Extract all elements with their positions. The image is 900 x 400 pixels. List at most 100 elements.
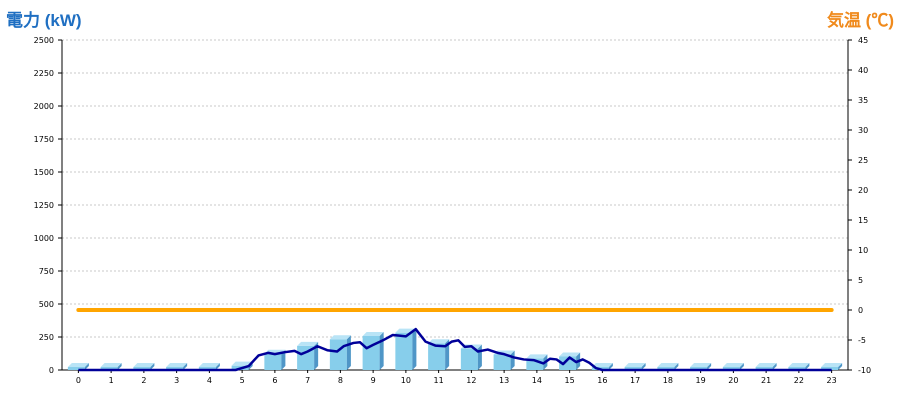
left-y-tick-label: 1750 (34, 135, 54, 144)
bar-top (591, 363, 613, 367)
bar-top (198, 363, 220, 367)
bar-top (428, 339, 450, 344)
bar-front (329, 339, 347, 370)
right-y-tick-label: 30 (858, 126, 868, 135)
left-y-tick-label: 1250 (34, 201, 54, 210)
bar-top (297, 341, 319, 346)
left-y-tick-label: 2500 (34, 36, 54, 45)
bar-side (477, 344, 482, 370)
bar-front (526, 358, 544, 370)
bar-front (788, 367, 806, 370)
x-tick-label: 21 (761, 376, 771, 385)
x-tick-label: 20 (728, 376, 738, 385)
left-y-tick-label: 2250 (34, 69, 54, 78)
bar-top (821, 363, 843, 367)
bar-top (362, 331, 384, 336)
right-axis-title: 気温 (℃) (826, 11, 894, 30)
bar-side (150, 363, 155, 370)
bar-side (674, 363, 679, 370)
right-y-tick-label: -5 (858, 336, 866, 345)
right-y-tick-label: 20 (858, 186, 868, 195)
right-y-tick-label: 5 (858, 276, 863, 285)
x-tick-label: 17 (630, 376, 640, 385)
bar (329, 335, 351, 370)
bar-top (624, 363, 646, 367)
bar-side (641, 363, 646, 370)
bar (657, 363, 679, 370)
bar-front (166, 367, 184, 370)
bar (755, 363, 777, 370)
bar-top (755, 363, 777, 367)
bar (67, 363, 89, 370)
right-y-tick-label: 10 (858, 246, 868, 255)
bar-front (67, 367, 85, 370)
bar (297, 341, 319, 370)
left-y-tick-label: 250 (39, 333, 54, 342)
x-tick-label: 18 (663, 376, 673, 385)
x-tick-label: 2 (141, 376, 146, 385)
bar-side (838, 363, 843, 370)
bar-top (722, 363, 744, 367)
bar-top (788, 363, 810, 367)
x-tick-label: 5 (240, 376, 245, 385)
right-y-tick-label: -10 (858, 366, 871, 375)
x-tick-label: 19 (696, 376, 706, 385)
x-tick-label: 23 (827, 376, 837, 385)
x-tick-label: 12 (466, 376, 476, 385)
x-tick-label: 1 (109, 376, 114, 385)
x-tick-label: 6 (272, 376, 277, 385)
bar-top (690, 363, 712, 367)
bar-side (739, 363, 744, 370)
left-y-tick-label: 0 (49, 366, 54, 375)
bar-front (297, 345, 315, 370)
bar-side (346, 335, 351, 370)
x-tick-label: 14 (532, 376, 542, 385)
bar-front (395, 332, 413, 370)
bar (624, 363, 646, 370)
bar-front (722, 367, 740, 370)
bar-side (84, 363, 89, 370)
x-tick-label: 22 (794, 376, 804, 385)
left-axis-title: 電力 (kW) (6, 11, 82, 30)
bar (166, 363, 188, 370)
x-tick-label: 0 (76, 376, 81, 385)
x-tick-label: 11 (434, 376, 444, 385)
left-y-tick-label: 750 (39, 267, 54, 276)
bar-front (690, 367, 708, 370)
bar (460, 344, 482, 370)
grid-lines (62, 39, 848, 338)
bar-top (133, 363, 155, 367)
left-y-tick-label: 2000 (34, 102, 54, 111)
power-bars (67, 328, 843, 370)
bar-side (707, 363, 712, 370)
bar-side (412, 328, 417, 370)
x-tick-label: 15 (565, 376, 575, 385)
right-y-tick-label: 25 (858, 156, 868, 165)
bar (362, 331, 384, 370)
power-line (78, 327, 832, 372)
bar-side (379, 331, 384, 370)
bar (100, 363, 122, 370)
right-y-tick-label: 0 (858, 306, 863, 315)
bar-side (183, 363, 188, 370)
left-y-tick-label: 1000 (34, 234, 54, 243)
bar-front (198, 367, 216, 370)
bar (428, 339, 450, 370)
right-y-tick-label: 15 (858, 216, 868, 225)
right-y-tick-label: 40 (858, 66, 868, 75)
bar-side (314, 341, 319, 370)
bar (198, 363, 220, 370)
bar-front (493, 354, 511, 370)
bar-side (805, 363, 810, 370)
x-tick-label: 9 (371, 376, 376, 385)
bar-front (460, 348, 478, 370)
bar-top (231, 361, 253, 366)
bar-top (100, 363, 122, 367)
bar-front (657, 367, 675, 370)
bar (133, 363, 155, 370)
bar (722, 363, 744, 370)
bar-side (608, 363, 613, 370)
